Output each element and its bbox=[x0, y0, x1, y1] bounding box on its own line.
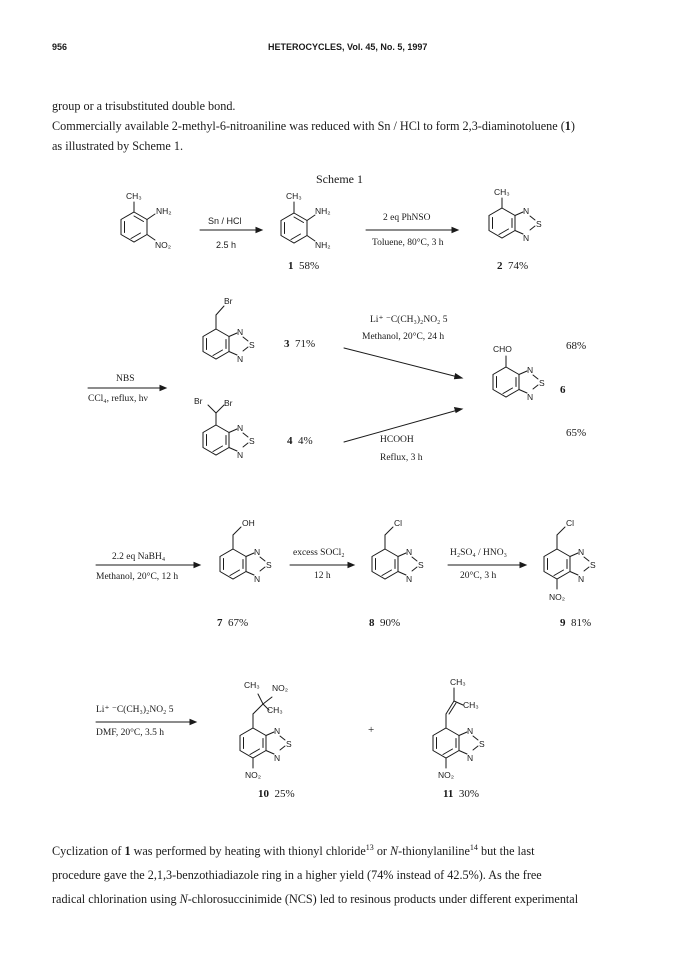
atom-n: N bbox=[237, 423, 243, 433]
atom-s: S bbox=[249, 436, 255, 446]
arrow-socl2-reagent: excess SOCl₂ bbox=[293, 548, 345, 558]
compound-4-label: 4 4% bbox=[287, 435, 313, 447]
nbs-conditions: CCl₄, reflux, hν bbox=[88, 394, 148, 404]
intro-line-3: as illustrated by Scheme 1. bbox=[52, 139, 183, 153]
atom-n: N bbox=[467, 753, 473, 763]
nbs-reagent: NBS bbox=[116, 374, 135, 384]
atom-s: S bbox=[266, 560, 272, 570]
arrow-5-reagent: Li⁺ ⁻C(CH₃)₂NO₂ 5 bbox=[96, 705, 174, 715]
atom-br: Br bbox=[194, 396, 203, 406]
arrow-nabh4-conditions: Methanol, 20°C, 12 h bbox=[96, 572, 179, 582]
atom-n: N bbox=[578, 547, 584, 557]
arrow-nitration-conditions: 20°C, 3 h bbox=[460, 571, 497, 581]
atom-no2: NO₂ bbox=[272, 683, 288, 693]
compound-7-label: 7 67% bbox=[217, 617, 249, 629]
atom-br: Br bbox=[224, 398, 233, 408]
atom-n: N bbox=[237, 327, 243, 337]
arrow2-reagent: 2 eq PhNSO bbox=[383, 213, 431, 223]
atom-n: N bbox=[467, 726, 473, 736]
atom-n: N bbox=[527, 365, 533, 375]
atom-s: S bbox=[590, 560, 596, 570]
arrow-nitration-reagent: H₂SO₄ / HNO₃ bbox=[450, 548, 507, 558]
compound-9-label: 9 81% bbox=[560, 617, 592, 629]
intro-paragraph: group or a trisubstituted double bond. C… bbox=[52, 96, 652, 156]
plus-sign: + bbox=[368, 724, 375, 736]
arrow2-conditions: Toluene, 80°C, 3 h bbox=[372, 238, 444, 248]
atom-n: N bbox=[274, 726, 280, 736]
atom-n: N bbox=[406, 574, 412, 584]
compound-6-label: 6 bbox=[560, 384, 566, 396]
compound-1-label: 1 58% bbox=[288, 260, 320, 272]
arrow1-time: 2.5 h bbox=[216, 240, 237, 250]
atom-n: N bbox=[254, 547, 260, 557]
atom-n: N bbox=[578, 574, 584, 584]
atom-ch3: CH₃ bbox=[463, 700, 479, 710]
atom-n: N bbox=[523, 233, 529, 243]
atom-n: N bbox=[406, 547, 412, 557]
atom-oh: OH bbox=[242, 518, 255, 528]
atom-nh2: NH₂ bbox=[315, 206, 331, 216]
atom-ch3: CH₃ bbox=[267, 705, 283, 715]
atom-n: N bbox=[254, 574, 260, 584]
atom-cho: CHO bbox=[493, 344, 512, 354]
body-line-1: Cyclization of 1 was performed by heatin… bbox=[52, 843, 535, 859]
reaction-4-reagent: HCOOH bbox=[380, 435, 414, 445]
atom-cl: Cl bbox=[566, 518, 574, 528]
atom-no2: NO₂ bbox=[549, 592, 565, 602]
compound-10-label: 10 25% bbox=[258, 788, 295, 800]
atom-s: S bbox=[418, 560, 424, 570]
atom-n: N bbox=[523, 206, 529, 216]
atom-n: N bbox=[237, 450, 243, 460]
arrow-socl2-time: 12 h bbox=[314, 571, 331, 581]
atom-cl: Cl bbox=[394, 518, 402, 528]
page-number: 956 bbox=[52, 42, 68, 52]
atom-s: S bbox=[536, 219, 542, 229]
atom-no2: NO₂ bbox=[245, 770, 261, 780]
yield-6-from-4: 65% bbox=[566, 427, 587, 439]
arrow1-reagent: Sn / HCl bbox=[208, 216, 242, 226]
atom-n: N bbox=[237, 354, 243, 364]
body-paragraph: Cyclization of 1 was performed by heatin… bbox=[52, 836, 662, 911]
atom-s: S bbox=[286, 739, 292, 749]
intro-line-1: group or a trisubstituted double bond. bbox=[52, 99, 236, 113]
reaction-4-conditions: Reflux, 3 h bbox=[380, 453, 423, 463]
yield-6-from-3: 68% bbox=[566, 340, 587, 352]
reaction-3-reagent: Li⁺ ⁻C(CH₃)₂NO₂ 5 bbox=[370, 315, 448, 325]
compound-11-label: 11 30% bbox=[443, 788, 480, 800]
intro-line-2: Commercially available 2-methyl-6-nitroa… bbox=[52, 119, 575, 133]
atom-ch3: CH₃ bbox=[286, 191, 302, 201]
atom-n: N bbox=[274, 753, 280, 763]
running-header: HETEROCYCLES, Vol. 45, No. 5, 1997 bbox=[268, 42, 428, 52]
compound-3-label: 3 71% bbox=[284, 338, 316, 350]
compound-8-label: 8 90% bbox=[369, 617, 401, 629]
arrow-5-conditions: DMF, 20°C, 3.5 h bbox=[96, 728, 164, 738]
atom-ch3: CH₃ bbox=[450, 677, 466, 687]
compound-2-label: 2 74% bbox=[497, 260, 529, 272]
atom-ch3: CH₃ bbox=[244, 680, 260, 690]
atom-no2: NO₂ bbox=[155, 240, 171, 250]
atom-ch3: CH₃ bbox=[494, 187, 510, 197]
atom-br: Br bbox=[224, 296, 233, 306]
atom-ch3: CH₃ bbox=[126, 191, 142, 201]
atom-s: S bbox=[479, 739, 485, 749]
arrow-nabh4-reagent: 2.2 eq NaBH₄ bbox=[112, 552, 166, 562]
scheme-title: Scheme 1 bbox=[316, 172, 363, 186]
atom-nh2: NH₂ bbox=[156, 206, 172, 216]
atom-s: S bbox=[249, 340, 255, 350]
atom-no2: NO₂ bbox=[438, 770, 454, 780]
reaction-3-conditions: Methanol, 20°C, 24 h bbox=[362, 332, 445, 342]
body-line-2: procedure gave the 2,1,3-benzothiadiazol… bbox=[52, 868, 542, 883]
atom-n: N bbox=[527, 392, 533, 402]
atom-nh2: NH₂ bbox=[315, 240, 331, 250]
body-line-3: radical chlorination using N-chlorosucci… bbox=[52, 892, 579, 907]
atom-s: S bbox=[539, 378, 545, 388]
